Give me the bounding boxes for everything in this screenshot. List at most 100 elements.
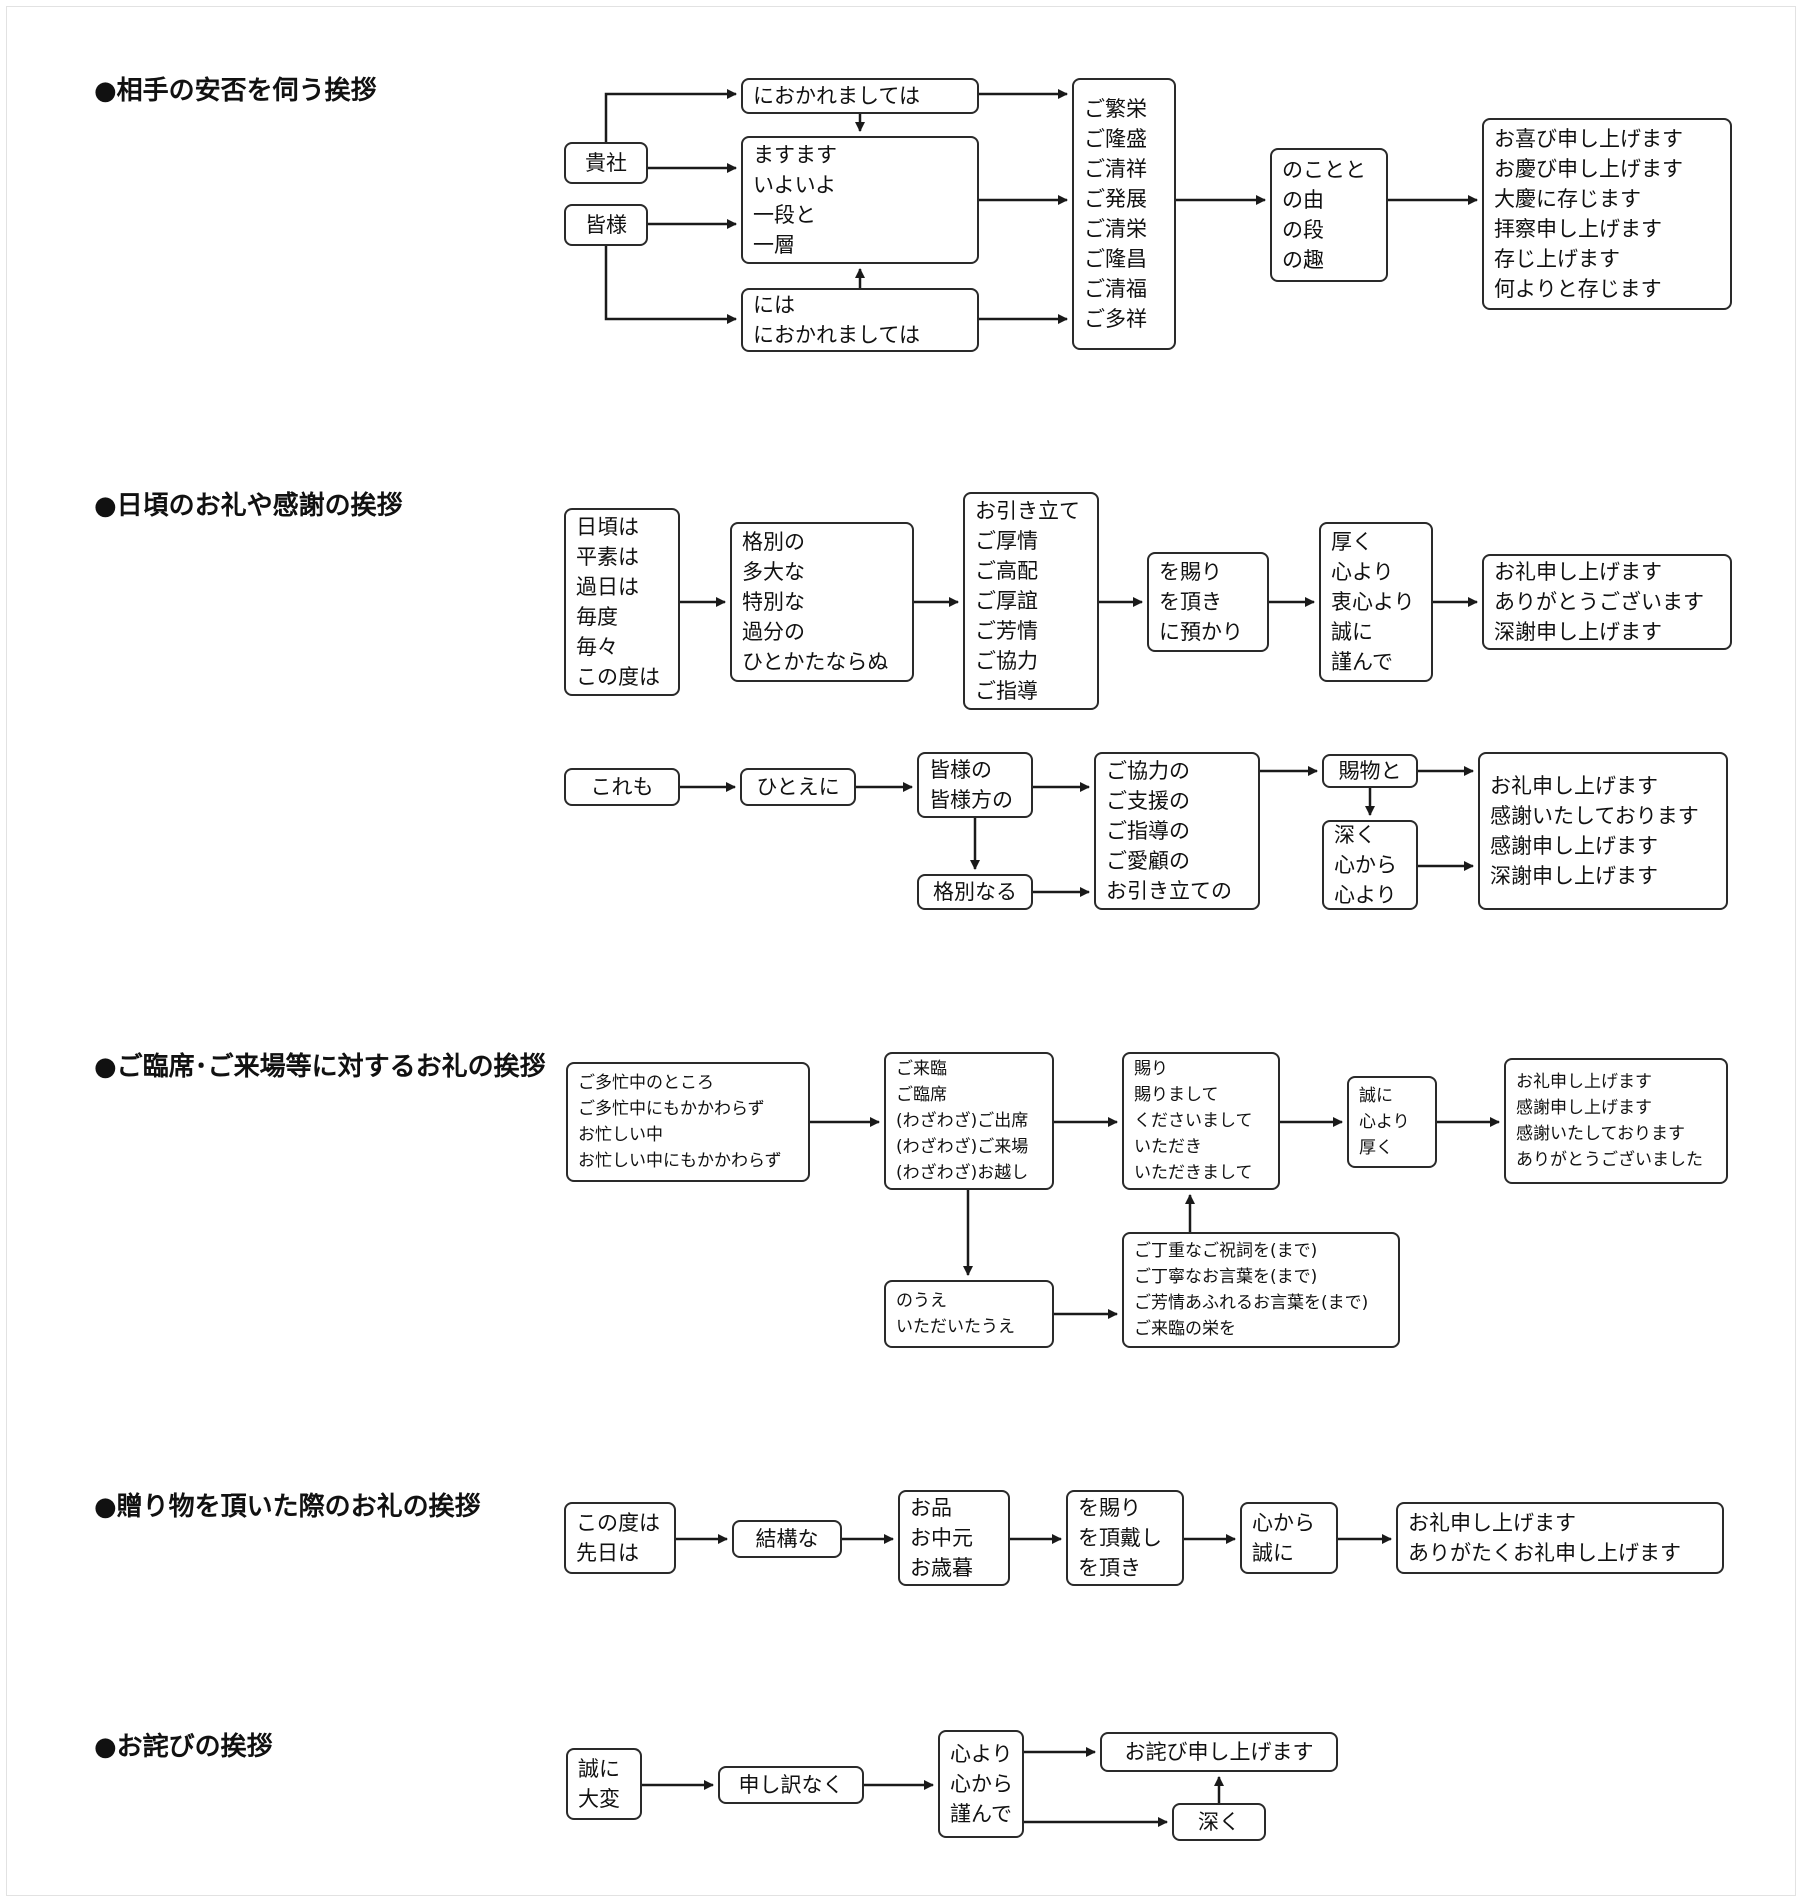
box-line: ご来臨 xyxy=(896,1059,947,1079)
box-line: くださいまして xyxy=(1134,1111,1253,1131)
box-line: お礼申し上げます xyxy=(1408,1511,1576,1535)
box-goteichou: ご丁重なご祝詞を(まで)ご丁寧なお言葉を(まで)ご芳情あふれるお言葉を(まで)ご… xyxy=(1122,1232,1400,1348)
box-line: 深く xyxy=(1198,1810,1240,1834)
arrow xyxy=(604,89,737,142)
box-line: 謹んで xyxy=(1331,650,1393,674)
box-tamawari: 賜り賜りましてくださいましていただきいただきまして xyxy=(1122,1052,1280,1190)
box-line: 皆様 xyxy=(585,213,627,237)
box-line: 格別なる xyxy=(933,880,1017,904)
box-line: 厚く xyxy=(1359,1138,1393,1158)
box-line: お慶び申し上げます xyxy=(1494,157,1683,181)
box-line: 心から xyxy=(1252,1511,1315,1535)
box-line: 感謝いたしております xyxy=(1516,1124,1685,1144)
box-konotabi: この度は先日は xyxy=(564,1502,676,1574)
box-line: 先日は xyxy=(576,1541,639,1565)
box-line: ご高配 xyxy=(975,559,1038,583)
box-line: ご厚情 xyxy=(975,529,1038,553)
box-line: お引き立ての xyxy=(1106,879,1232,903)
box-line: の趣 xyxy=(1282,248,1324,272)
box-line: 大変 xyxy=(578,1787,620,1811)
box-line: ご協力 xyxy=(975,649,1038,673)
box-line: (わざわざ)ご来場 xyxy=(896,1137,1029,1157)
box-line: お忙しい中にもかかわらず xyxy=(578,1151,782,1171)
box-line: 賜り xyxy=(1134,1059,1168,1079)
box-kakubetsuno: 格別の多大な特別な過分のひとかたならぬ xyxy=(730,522,914,682)
box-line: 存じ上げます xyxy=(1494,247,1620,271)
box-line: 結構な xyxy=(755,1527,819,1551)
box-line: 心より xyxy=(1331,560,1394,584)
box-line: 貴社 xyxy=(585,151,627,175)
box-line: ありがとうございます xyxy=(1494,590,1704,614)
box-line: 深く xyxy=(1334,823,1376,847)
box-line: ご多忙中にもかかわらず xyxy=(578,1099,765,1119)
box-line: ご隆盛 xyxy=(1084,127,1147,151)
box-line: 日頃は xyxy=(576,515,639,539)
box-gotabou: ご多忙中のところご多忙中にもかかわらずお忙しい中お忙しい中にもかかわらず xyxy=(566,1062,810,1182)
box-line: ご清祥 xyxy=(1084,157,1147,181)
box-niokaremashiteha-top: におかれましては xyxy=(741,78,979,114)
box-line: ご来臨の栄を xyxy=(1134,1319,1236,1339)
box-line: お忙しい中 xyxy=(578,1125,663,1145)
box-line: 誠に xyxy=(1331,620,1373,644)
box-line: ありがたくお礼申し上げます xyxy=(1408,1541,1681,1565)
box-kokoroyori: 心より心から謹んで xyxy=(938,1730,1024,1838)
box-atsuku: 厚く心より衷心より誠に謹んで xyxy=(1319,522,1433,682)
box-line: 格別の xyxy=(742,530,805,554)
box-kisha: 貴社 xyxy=(564,142,648,184)
box-line: この度は xyxy=(576,1511,660,1535)
box-line: 心より xyxy=(1359,1112,1410,1132)
box-line: ご隆昌 xyxy=(1084,247,1147,271)
box-line: ひとえに xyxy=(756,775,840,799)
arrow xyxy=(604,246,737,324)
box-line: におかれましては xyxy=(753,323,920,347)
box-line: 心から xyxy=(1334,853,1397,877)
box-line: ご多忙中のところ xyxy=(578,1073,714,1093)
box-line: ご支援の xyxy=(1106,789,1190,813)
box-line: ひとかたならぬ xyxy=(742,650,889,674)
box-line: 賜物と xyxy=(1338,759,1402,783)
box-line: におかれましては xyxy=(753,84,920,108)
box-masumasu: ますますいよいよ一段と一層 xyxy=(741,136,979,264)
box-line: 皆様方の xyxy=(929,788,1013,812)
box-line: 多大な xyxy=(742,560,805,584)
box-line: を頂戴し xyxy=(1078,1526,1162,1550)
box-line: ご協力の xyxy=(1106,759,1190,783)
box-line: 深謝申し上げます xyxy=(1494,620,1662,644)
box-line: (わざわざ)お越し xyxy=(896,1163,1029,1183)
box-line: 心より xyxy=(1334,883,1397,907)
box-line: 一段と xyxy=(753,203,816,227)
box-anpi-end: お喜び申し上げますお慶び申し上げます大慶に存じます拝察申し上げます存じ上げます何… xyxy=(1482,118,1732,310)
box-line: ご愛顧の xyxy=(1106,849,1190,873)
box-line: いただきまして xyxy=(1134,1163,1253,1183)
box-line: を頂き xyxy=(1159,590,1222,614)
box-line: には xyxy=(753,293,795,317)
page-frame xyxy=(6,6,1796,1896)
box-moushiwake: 申し訳なく xyxy=(718,1766,864,1804)
box-line: ますます xyxy=(753,143,837,167)
box-line: のことと xyxy=(1282,158,1366,182)
box-noue: のうえいただいたうえ xyxy=(884,1280,1054,1348)
box-line: を賜り xyxy=(1159,560,1222,584)
box-kansha-end1: お礼申し上げますありがとうございます深謝申し上げます xyxy=(1482,554,1732,650)
box-minasamano: 皆様の皆様方の xyxy=(917,752,1033,818)
box-line: お歳暮 xyxy=(910,1556,973,1580)
box-ohikitate: お引き立てご厚情ご高配ご厚誼ご芳情ご協力ご指導 xyxy=(963,492,1099,710)
box-line: ご繁栄 xyxy=(1084,97,1147,121)
box-owabi-fukaku: 深く xyxy=(1172,1803,1266,1841)
box-kekkou: 結構な xyxy=(732,1520,842,1558)
box-line: 深謝申し上げます xyxy=(1490,864,1658,888)
box-line: ご厚誼 xyxy=(975,589,1038,613)
box-line: お礼申し上げます xyxy=(1490,774,1658,798)
box-line: 何よりと存じます xyxy=(1494,277,1662,301)
box-line: 毎々 xyxy=(576,635,618,659)
box-niha: にはにおかれましては xyxy=(741,288,979,352)
box-line: 大慶に存じます xyxy=(1494,187,1641,211)
box-line: 誠に xyxy=(1359,1086,1393,1106)
box-line: 誠に xyxy=(1252,1541,1294,1565)
heading-kansha: ●日頃のお礼や感謝の挨拶 xyxy=(94,491,403,521)
box-line: ご清福 xyxy=(1084,277,1147,301)
box-line: 厚く xyxy=(1331,530,1373,554)
box-line: お中元 xyxy=(910,1526,973,1550)
box-line: これも xyxy=(590,775,654,799)
box-line: お礼申し上げます xyxy=(1516,1072,1652,1092)
